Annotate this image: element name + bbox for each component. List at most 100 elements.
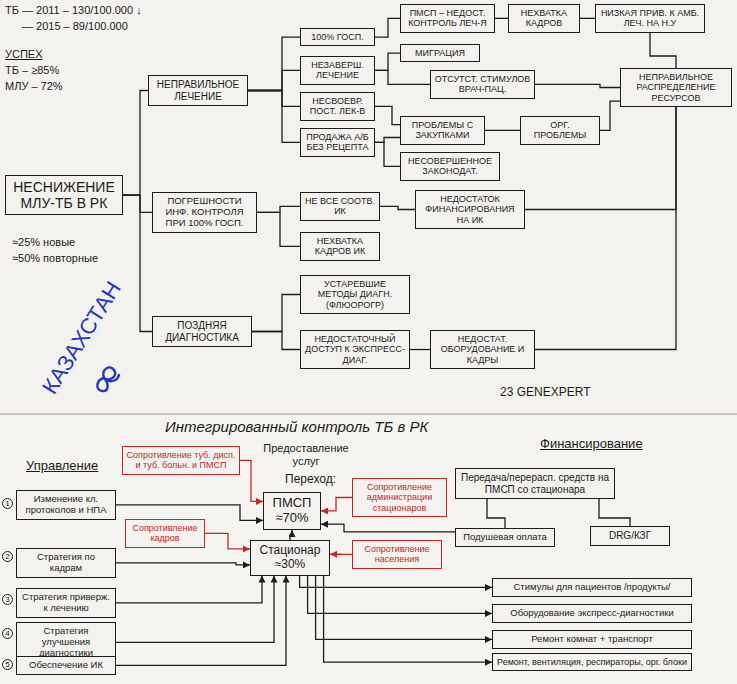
connector xyxy=(257,206,300,212)
box-text: Стимулы для пациентов /продукты/ xyxy=(496,582,688,593)
statistic-note: ТБ – ≥85% xyxy=(5,64,59,77)
cause-box: ПРОДАЖА А/Б БЕЗ РЕЦЕПТА xyxy=(300,128,375,157)
box-text: Стратегия по кадрам xyxy=(20,552,112,574)
box-text: НЕХВАТКА КАДРОВ xyxy=(512,8,576,29)
statistic-note: ≈25% новые xyxy=(12,236,75,249)
callout-number: 2 xyxy=(2,551,13,562)
cause-box: ПОГРЕШНОСТИ ИНФ. КОНТРОЛЯ ПРИ 100% ГОСП. xyxy=(152,192,257,233)
cause-box: Подушевая оплата xyxy=(455,528,555,547)
connector xyxy=(116,576,262,603)
cause-box: Стационар ≈30% xyxy=(250,540,330,576)
blue-logo xyxy=(97,367,119,391)
cause-box: НЕЗАВЕРШ. ЛЕЧЕНИЕ xyxy=(300,56,375,85)
connector xyxy=(321,524,455,532)
note: 23 GENEXPERT xyxy=(500,385,590,399)
cause-box: ОТСУТСТ. СТИМУЛОВ ВРАЧ-ПАЦ. xyxy=(430,70,535,99)
connector xyxy=(248,91,300,143)
cause-box: ПРОБЛЕМЫ С ЗАКУПКАМИ xyxy=(400,116,485,145)
resistance-arrow xyxy=(205,533,250,549)
box-text: Обеспечение ИК xyxy=(20,660,112,671)
box-text: НИЗКАЯ ПРИВ. К АМБ. ЛЕЧ. НА Н.У xyxy=(599,8,701,29)
cause-box: УСТАРЕВШИЕ МЕТОДЫ ДИАГН. (ФЛЮОРОГР) xyxy=(300,275,410,314)
section-heading: УСПЕХ xyxy=(5,48,43,61)
cause-box: НЕСВОЕВР. ПОСТ. ЛЕК-В xyxy=(300,92,375,121)
box-text: DRG/КЗГ xyxy=(594,530,666,542)
box-text: Ремонт комнат + транспорт xyxy=(496,634,688,645)
connector xyxy=(248,37,300,90)
cause-box: Изменение кл. протоколов и НПА xyxy=(16,490,116,520)
connector xyxy=(308,576,492,614)
cause-box: НЕДОСТАТОК ФИНАНСИРОВАНИЯ НА ИК xyxy=(415,190,525,229)
box-text: 100% ГОСП. xyxy=(304,32,371,42)
box-text: Сопротивление туб. дисп. и туб. больн. и… xyxy=(126,450,236,471)
cause-box: Стратегия приверж. к лечению xyxy=(16,588,116,618)
box-text: Подушевая оплата xyxy=(459,532,551,543)
box-text: Стратегия улучшения диагностики xyxy=(20,626,112,659)
note: Переход: xyxy=(285,472,336,486)
cause-box: 100% ГОСП. xyxy=(300,28,375,46)
box-text: Ремонт, вентиляция, респираторы, орг. бл… xyxy=(496,657,688,667)
connector xyxy=(116,563,250,565)
cause-box: НЕ ВСЕ СООТВ. ИК xyxy=(300,192,380,221)
box-text: ОРГ. ПРОБЛЕМЫ xyxy=(524,120,596,141)
resistance-arrow xyxy=(321,498,352,511)
connector xyxy=(123,91,148,196)
callout-number: 3 xyxy=(2,594,13,605)
column-heading: Управление xyxy=(26,458,98,474)
cause-box: НЕСОВЕРШЕННОЕ ЗАКОНОДАТ. xyxy=(400,152,500,181)
box-text: Сопротивление администрации стационаров xyxy=(356,482,443,513)
cause-box: Обеспечение ИК xyxy=(16,656,116,675)
box-text: ПМСП ≈70% xyxy=(267,496,317,526)
statistic-note: ≈50% повторные xyxy=(12,252,98,265)
connector xyxy=(375,142,400,166)
connector xyxy=(116,576,274,643)
connector xyxy=(324,576,492,663)
connector xyxy=(375,53,400,70)
box-text: ПОГРЕШНОСТИ ИНФ. КОНТРОЛЯ ПРИ 100% ГОСП. xyxy=(156,196,253,229)
connector xyxy=(650,33,676,68)
cause-box: НЕПРАВИЛЬНОЕ РАСПРЕДЕЛЕНИЕ РЕСУРСОВ xyxy=(620,68,732,107)
box-text: НЕ ВСЕ СООТВ. ИК xyxy=(304,196,376,217)
box-text: Оборудование экспресс-диагностики xyxy=(496,608,688,619)
cause-box: Стратегия по кадрам xyxy=(16,548,116,578)
box-text: Стационар ≈30% xyxy=(254,544,326,572)
connector xyxy=(580,18,595,19)
connector xyxy=(487,499,505,528)
callout-number: 5 xyxy=(2,659,13,670)
callout-number: 4 xyxy=(2,628,13,639)
cause-box: ПОЗДНЯЯ ДИАГНОСТИКА xyxy=(152,316,252,347)
box-text: Изменение кл. протоколов и НПА xyxy=(20,494,112,516)
box-text: НЕДОСТАТОЧНЫЙ ДОСТУП К ЭКСПРЕСС-ДИАГ. xyxy=(304,334,406,365)
box-text: НЕСОВЕРШЕННОЕ ЗАКОНОДАТ. xyxy=(404,156,496,177)
box-text: НЕХВАТКА КАДРОВ ИК xyxy=(304,236,376,257)
top-sheet xyxy=(0,0,737,414)
box-text: НЕЗАВЕРШ. ЛЕЧЕНИЕ xyxy=(304,60,371,81)
cause-box: НЕХВАТКА КАДРОВ ИК xyxy=(300,232,380,261)
cause-box: DRG/КЗГ xyxy=(590,526,670,546)
box-text: УСТАРЕВШИЕ МЕТОДЫ ДИАГН. (ФЛЮОРОГР) xyxy=(304,279,406,310)
resistance-arrow xyxy=(240,460,263,501)
connector xyxy=(600,101,620,130)
box-text: Стратегия приверж. к лечению xyxy=(20,592,112,614)
cause-box: Оборудование экспресс-диагностики xyxy=(492,604,692,623)
box-text: НЕДОСТАТОК ФИНАНСИРОВАНИЯ НА ИК xyxy=(419,194,521,225)
cause-box: НЕСНИЖЕНИЕ МЛУ-ТБ В РК xyxy=(5,175,123,215)
cause-box: МИГРАЦИЯ xyxy=(400,44,480,62)
connector xyxy=(290,530,292,540)
statistic-note: ТБ — 2011 – 130/100.000 ↓ xyxy=(5,4,142,17)
box-text: Сопротивление населения xyxy=(356,544,438,565)
box-text: ПРОДАЖА А/Б БЕЗ РЕЦЕПТА xyxy=(304,132,371,153)
bottom-sheet xyxy=(0,414,737,684)
connector xyxy=(375,70,430,84)
box-text: ПОЗДНЯЯ ДИАГНОСТИКА xyxy=(156,320,248,343)
cause-box: НЕДОСТАТ. ОБОРУДОВАНИЕ И КАДРЫ xyxy=(430,330,535,369)
cause-box: ОРГ. ПРОБЛЕМЫ xyxy=(520,116,600,145)
box-text: Сопротивление кадров xyxy=(129,523,201,544)
column-heading: Предоставление услуг xyxy=(262,442,350,468)
statistic-note: — 2015 – 89/100.000 xyxy=(22,20,128,33)
box-text: НЕСВОЕВР. ПОСТ. ЛЕК-В xyxy=(304,96,371,117)
resistance-box: Сопротивление туб. дисп. и туб. больн. и… xyxy=(122,446,240,475)
cause-box: НЕПРАВИЛЬНОЕ ЛЕЧЕНИЕ xyxy=(148,75,248,106)
